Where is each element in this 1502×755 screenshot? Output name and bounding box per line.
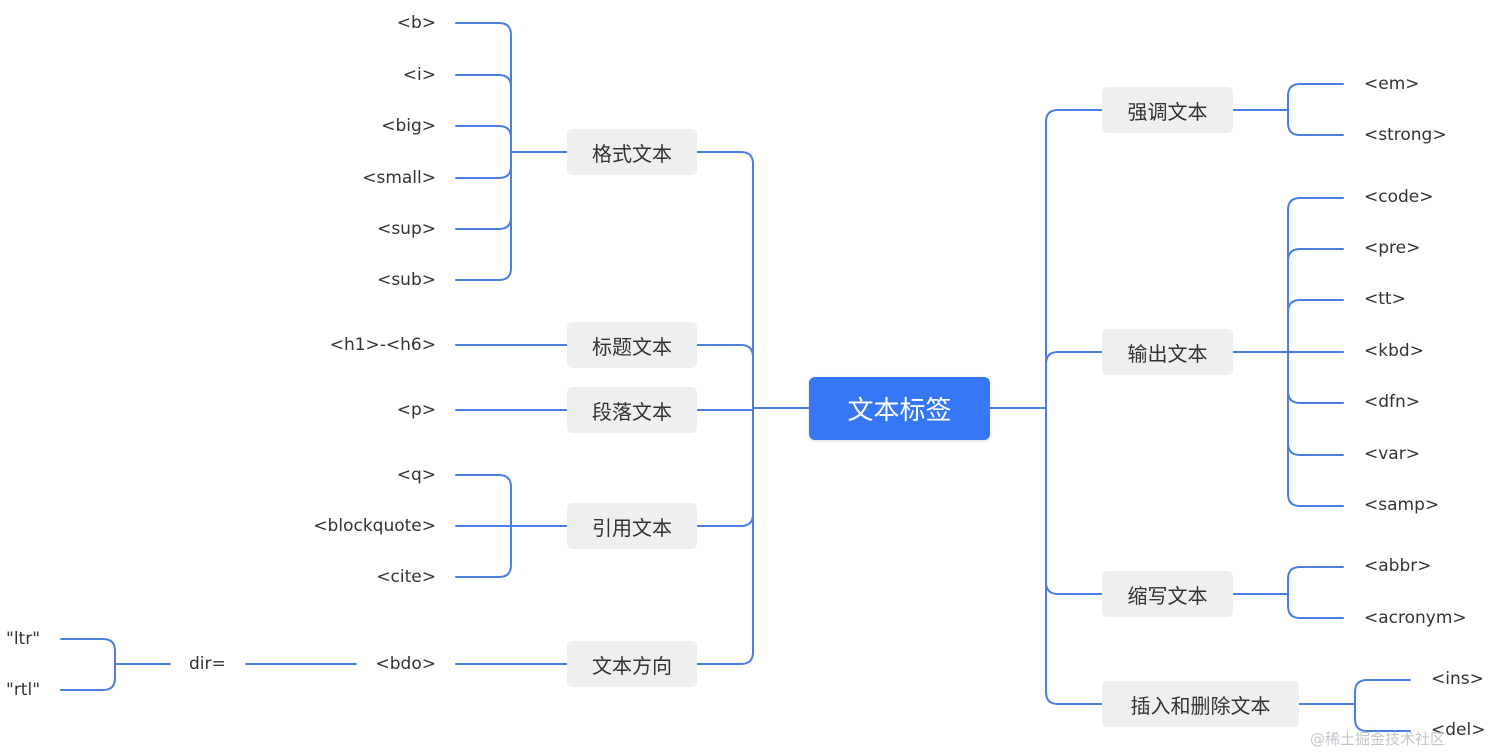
left-branch-quote bbox=[696, 407, 754, 527]
leaf-sub[interactable]: <sub> bbox=[377, 270, 436, 290]
topic-heading-text[interactable]: 标题文本 bbox=[567, 322, 697, 368]
leaf-bdo[interactable]: <bdo> bbox=[375, 654, 436, 674]
leaf-b[interactable]: <b> bbox=[396, 13, 436, 33]
abbrev-bracket bbox=[1287, 566, 1344, 619]
right-branch-abbrev bbox=[1045, 407, 1103, 595]
topic-insdel-text[interactable]: 插入和删除文本 bbox=[1102, 681, 1299, 727]
leaf-sup[interactable]: <sup> bbox=[377, 219, 436, 239]
leaf-dfn[interactable]: <dfn> bbox=[1364, 392, 1421, 412]
leaf-var[interactable]: <var> bbox=[1364, 444, 1420, 464]
emphasis-bracket bbox=[1287, 83, 1344, 136]
leaf-samp[interactable]: <samp> bbox=[1364, 495, 1440, 515]
topic-abbrev-text[interactable]: 缩写文本 bbox=[1102, 571, 1233, 617]
leaf-acronym[interactable]: <acronym> bbox=[1364, 608, 1467, 628]
topic-quote-text[interactable]: 引用文本 bbox=[567, 503, 697, 549]
leaf-p[interactable]: <p> bbox=[396, 400, 436, 420]
leaf-em[interactable]: <em> bbox=[1364, 74, 1420, 94]
right-branch-output bbox=[1045, 351, 1103, 409]
leaf-q[interactable]: <q> bbox=[396, 465, 436, 485]
leaf-kbd[interactable]: <kbd> bbox=[1364, 341, 1424, 361]
watermark: @稀土掘金技术社区 bbox=[1310, 730, 1446, 748]
leaf-ins[interactable]: <ins> bbox=[1431, 669, 1484, 689]
topic-output-text[interactable]: 输出文本 bbox=[1102, 329, 1233, 375]
leaf-dir-attr[interactable]: dir= bbox=[189, 654, 226, 674]
topic-emphasis-text[interactable]: 强调文本 bbox=[1102, 87, 1233, 133]
leaf-pre[interactable]: <pre> bbox=[1364, 238, 1421, 258]
left-trunk bbox=[696, 151, 754, 665]
leaf-dir-ltr[interactable]: "ltr" bbox=[6, 629, 41, 649]
leaf-abbr[interactable]: <abbr> bbox=[1364, 556, 1432, 576]
leaf-del[interactable]: <del> bbox=[1431, 720, 1486, 740]
insdel-bracket bbox=[1354, 679, 1411, 732]
left-branch-heading bbox=[696, 344, 754, 409]
leaf-big[interactable]: <big> bbox=[381, 116, 436, 136]
leaf-cite[interactable]: <cite> bbox=[376, 567, 436, 587]
topic-paragraph-text[interactable]: 段落文本 bbox=[567, 387, 697, 433]
leaf-h1-h6[interactable]: <h1>-<h6> bbox=[329, 335, 436, 355]
dir-values-bracket bbox=[60, 638, 116, 691]
topic-direction-text[interactable]: 文本方向 bbox=[567, 641, 697, 687]
format-bracket bbox=[455, 22, 512, 281]
root-node[interactable]: 文本标签 bbox=[809, 377, 990, 440]
leaf-code[interactable]: <code> bbox=[1364, 187, 1434, 207]
leaf-blockquote[interactable]: <blockquote> bbox=[313, 516, 436, 536]
leaf-strong[interactable]: <strong> bbox=[1364, 125, 1447, 145]
leaf-tt[interactable]: <tt> bbox=[1364, 289, 1406, 309]
topic-format-text[interactable]: 格式文本 bbox=[567, 129, 697, 175]
right-trunk bbox=[1045, 109, 1103, 705]
leaf-small[interactable]: <small> bbox=[362, 168, 436, 188]
leaf-dir-rtl[interactable]: "rtl" bbox=[6, 680, 41, 700]
leaf-i[interactable]: <i> bbox=[402, 65, 436, 85]
